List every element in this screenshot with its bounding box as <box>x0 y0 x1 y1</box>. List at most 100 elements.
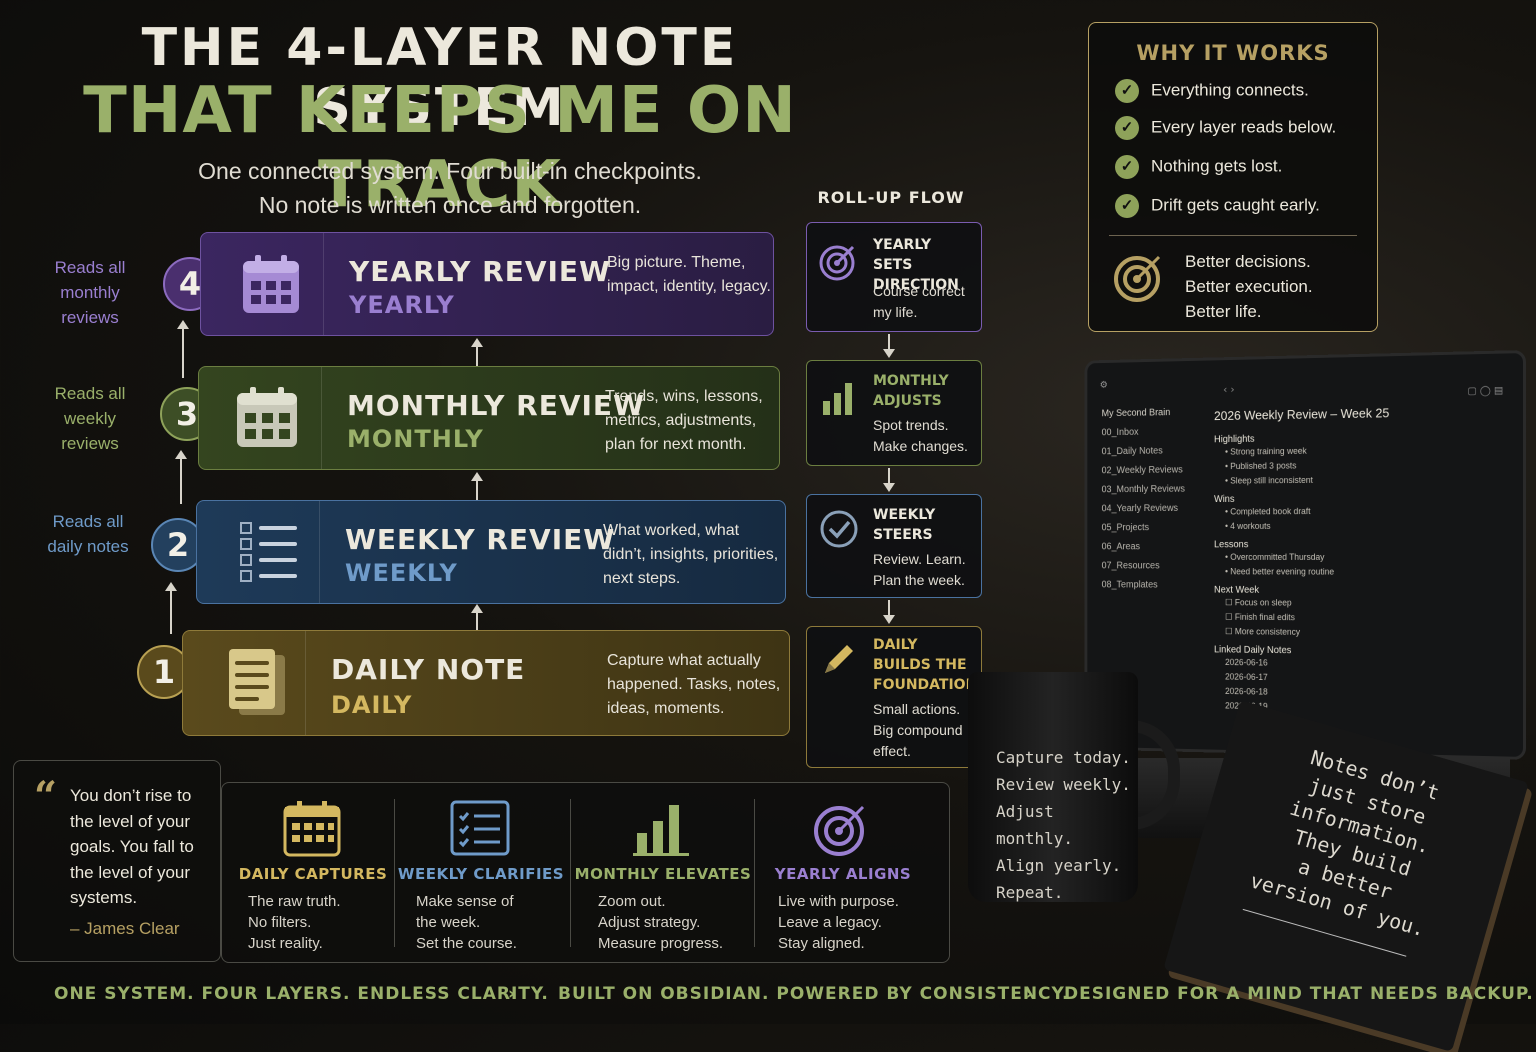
layer-name: WEEKLY REVIEW <box>345 523 616 556</box>
calendar-icon <box>243 255 299 313</box>
rollup-head: WEEKLY STEERS <box>873 507 936 543</box>
layer-icon-box <box>219 233 324 335</box>
result-line: Better decisions. <box>1185 252 1311 271</box>
why-item: ✓ Nothing gets lost. <box>1115 155 1282 179</box>
folder-item[interactable]: 03_Monthly Reviews <box>1101 483 1185 496</box>
rollup-weekly: WEEKLY STEERS Review. Learn. Plan the we… <box>806 494 982 598</box>
folder-item[interactable]: 04_Yearly Reviews <box>1101 503 1179 515</box>
list-item: • Overcommitted Thursday <box>1225 552 1325 562</box>
quote-box: “ You don’t rise to the level of your go… <box>13 760 221 962</box>
why-item: ✓Everything connects. <box>1115 79 1309 103</box>
check-icon: ✓ <box>1115 194 1139 218</box>
summary-desc: Live with purpose. Leave a legacy. Stay … <box>778 893 899 952</box>
divider <box>394 799 395 947</box>
checkbox-item[interactable]: ☐ More consistency <box>1225 626 1301 637</box>
why-item-text: Nothing gets lost. <box>1151 156 1283 176</box>
list-item: • 4 workouts <box>1225 521 1271 531</box>
summary-desc: Make sense of the week. Set the course. <box>416 893 517 952</box>
summary-desc: Zoom out. Adjust strategy. Measure progr… <box>598 893 724 952</box>
title-line-1: THE 4-LAYER NOTE SYSTEM <box>141 18 739 138</box>
reads-label-monthly: Reads all weekly reviews <box>54 384 126 453</box>
folder-item[interactable]: 06_Areas <box>1101 541 1141 553</box>
toolbar-icons[interactable]: ▢ ◯ ▤ <box>1467 385 1504 398</box>
checklist-icon <box>240 522 297 582</box>
vault-name[interactable]: My Second Brain <box>1101 407 1171 420</box>
chevron-right-icon: › <box>1026 984 1035 1004</box>
why-item-text: Everything connects. <box>1151 80 1309 100</box>
layer-description: What worked, what didn’t, insights, prio… <box>603 522 779 587</box>
target-icon <box>1114 255 1161 302</box>
layer-card-yearly[interactable]: YEARLY REVIEW YEARLY Big picture. Theme,… <box>200 232 774 336</box>
summary-yearly: YEARLY ALIGNS Live with purpose. Leave a… <box>752 783 934 962</box>
note-editor[interactable]: 2026 Weekly Review – Week 25 Highlights … <box>1214 403 1499 718</box>
calendar-icon <box>283 801 341 857</box>
layer-description: Big picture. Theme, impact, identity, le… <box>607 254 771 295</box>
side-arrow-1-to-2 <box>165 582 177 634</box>
rollup-arrow-down <box>883 468 895 492</box>
mug-text: Capture today. Review weekly. Adjust mon… <box>996 748 1131 902</box>
layer-icon-box <box>217 367 322 469</box>
why-title: WHY IT WORKS <box>1136 41 1330 65</box>
why-item-text: Drift gets caught early. <box>1151 195 1320 215</box>
layer-name: MONTHLY REVIEW <box>347 389 645 422</box>
folder-item[interactable]: 08_Templates <box>1101 579 1158 591</box>
layer-description: Capture what actually happened. Tasks, n… <box>607 652 781 717</box>
rollup-yearly: YEARLY SETS DIRECTION Course correct my … <box>806 222 982 332</box>
title-line-2: THAT KEEPS ME ON TRACK <box>83 74 797 222</box>
folder-item[interactable]: 01_Daily Notes <box>1101 445 1163 458</box>
summary-desc: The raw truth. No filters. Just reality. <box>248 893 341 952</box>
target-icon <box>819 245 855 281</box>
rollup-desc: Course correct my life. <box>873 283 965 320</box>
why-result: Better decisions. Better execution. Bett… <box>1185 249 1313 324</box>
summary-head: DAILY CAPTURES <box>238 865 388 883</box>
section-heading: Lessons <box>1214 539 1249 551</box>
divider <box>570 799 571 947</box>
footer-text-3: DESIGNED FOR A MIND THAT NEEDS BACKUP. <box>1064 984 1534 1004</box>
summary-head: MONTHLY ELEVATES <box>574 865 752 883</box>
layer-card-monthly[interactable]: MONTHLY REVIEW MONTHLY Trends, wins, les… <box>198 366 780 470</box>
list-item: • Sleep still inconsistent <box>1225 475 1313 486</box>
laptop-screen: ⚙ My Second Brain 00_Inbox 01_Daily Note… <box>1084 350 1526 760</box>
folder-item[interactable]: 07_Resources <box>1101 560 1160 572</box>
divider <box>754 799 755 947</box>
chevron-right-icon: › <box>508 984 517 1004</box>
layer-name: YEARLY REVIEW <box>349 255 611 288</box>
folder-item[interactable]: 02_Weekly Reviews <box>1101 464 1183 477</box>
divider <box>1109 235 1357 236</box>
result-line: Better life. <box>1185 302 1262 321</box>
rollup-arrow-down <box>883 600 895 624</box>
bar-chart-icon <box>823 383 852 415</box>
file-sidebar: My Second Brain 00_Inbox 01_Daily Notes … <box>1094 403 1203 595</box>
why-item-text: Every layer reads below. <box>1151 117 1337 137</box>
bar-chart-icon <box>633 805 689 856</box>
target-icon <box>814 805 865 856</box>
summary-head: WEEKLY CLARIFIES <box>397 865 565 883</box>
summary-strip: DAILY CAPTURES The raw truth. No filters… <box>221 782 950 963</box>
layer-card-weekly[interactable]: WEEKLY REVIEW WEEKLY What worked, what d… <box>196 500 786 604</box>
summary-daily: DAILY CAPTURES The raw truth. No filters… <box>222 783 404 962</box>
subtitle-line-2: No note is written once and forgotten. <box>258 192 642 218</box>
summary-head: YEARLY ALIGNS <box>774 865 912 883</box>
layer-description: Trends, wins, lessons, metrics, adjustme… <box>605 388 763 453</box>
list-item: • Completed book draft <box>1225 506 1311 517</box>
check-circle-icon <box>820 510 858 548</box>
calendar-grid-icon <box>237 387 297 447</box>
layer-name: DAILY NOTE <box>331 653 526 686</box>
rollup-monthly: MONTHLY ADJUSTS Spot trends. Make change… <box>806 360 982 466</box>
flow-arrow-up <box>471 604 483 634</box>
quote-text: You don’t rise to the level of your goal… <box>70 786 194 907</box>
why-item: ✓Every layer reads below. <box>1115 116 1336 140</box>
folder-item[interactable]: 05_Projects <box>1101 522 1150 534</box>
reads-label-yearly: Reads all monthly reviews <box>54 258 126 327</box>
subtitle: One connected system. Four built-in chec… <box>150 154 750 222</box>
rollup-arrow-down <box>883 334 895 358</box>
nav-arrows[interactable]: ‹ › <box>1223 383 1235 396</box>
rollup-desc: Spot trends. Make changes. <box>873 417 968 454</box>
rollup-desc: Review. Learn. Plan the week. <box>873 551 966 588</box>
folder-item[interactable]: 00_Inbox <box>1101 427 1139 439</box>
subtitle-line-1: One connected system. Four built-in chec… <box>198 158 702 184</box>
check-icon: ✓ <box>1115 155 1139 179</box>
layer-frequency: YEARLY <box>349 291 455 319</box>
layer-card-daily[interactable]: DAILY NOTE DAILY Capture what actually h… <box>182 630 790 736</box>
why-item: ✓ Drift gets caught early. <box>1115 194 1320 218</box>
